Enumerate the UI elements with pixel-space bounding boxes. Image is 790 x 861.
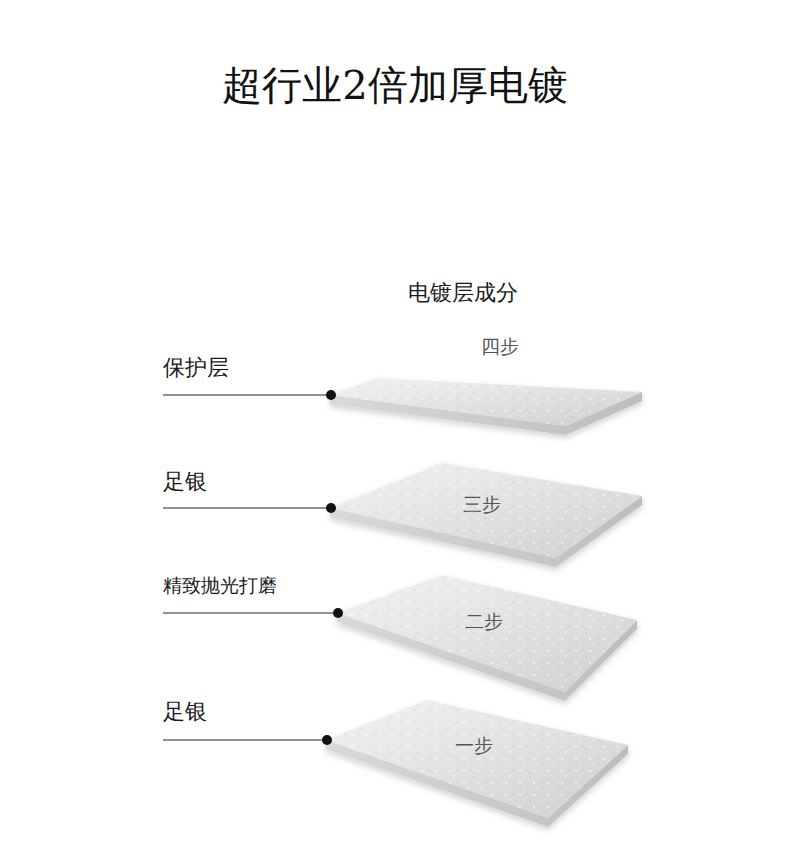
leader-dot bbox=[326, 503, 336, 513]
plate-step: 三步 bbox=[459, 490, 505, 520]
layer-label: 保护层 bbox=[163, 353, 229, 383]
plate-texture bbox=[330, 463, 642, 558]
plate-step: 四步 bbox=[477, 332, 523, 362]
layer-label: 足银 bbox=[163, 697, 207, 727]
plate-step: 一步 bbox=[451, 731, 497, 761]
plate-texture bbox=[330, 378, 642, 426]
step-text: 四步 bbox=[481, 334, 519, 360]
leader-line bbox=[163, 740, 327, 741]
silver-plate bbox=[337, 575, 637, 701]
plate-texture bbox=[337, 575, 637, 692]
step-text: 二步 bbox=[465, 609, 503, 635]
leader-line bbox=[163, 613, 338, 614]
leader-line bbox=[163, 395, 331, 396]
silver-plate bbox=[330, 378, 642, 435]
page-title: 超行业2倍加厚电镀 bbox=[222, 58, 567, 113]
silver-plate bbox=[326, 700, 628, 827]
step-text: 三步 bbox=[463, 492, 501, 518]
section-heading: 电镀层成分 bbox=[408, 278, 518, 308]
plate-face bbox=[330, 463, 642, 558]
plate-face bbox=[337, 575, 637, 692]
layer-label: 足银 bbox=[163, 467, 207, 497]
leader-line bbox=[163, 508, 331, 509]
plate-face bbox=[330, 378, 642, 426]
plate-step: 二步 bbox=[461, 607, 507, 637]
layer-label: 精致抛光打磨 bbox=[163, 573, 277, 599]
step-text: 一步 bbox=[455, 733, 493, 759]
plate-texture bbox=[326, 700, 628, 818]
leader-dot bbox=[326, 390, 336, 400]
silver-plate bbox=[330, 463, 642, 567]
plate-face bbox=[326, 700, 628, 818]
leader-dot bbox=[322, 735, 332, 745]
leader-dot bbox=[333, 608, 343, 618]
